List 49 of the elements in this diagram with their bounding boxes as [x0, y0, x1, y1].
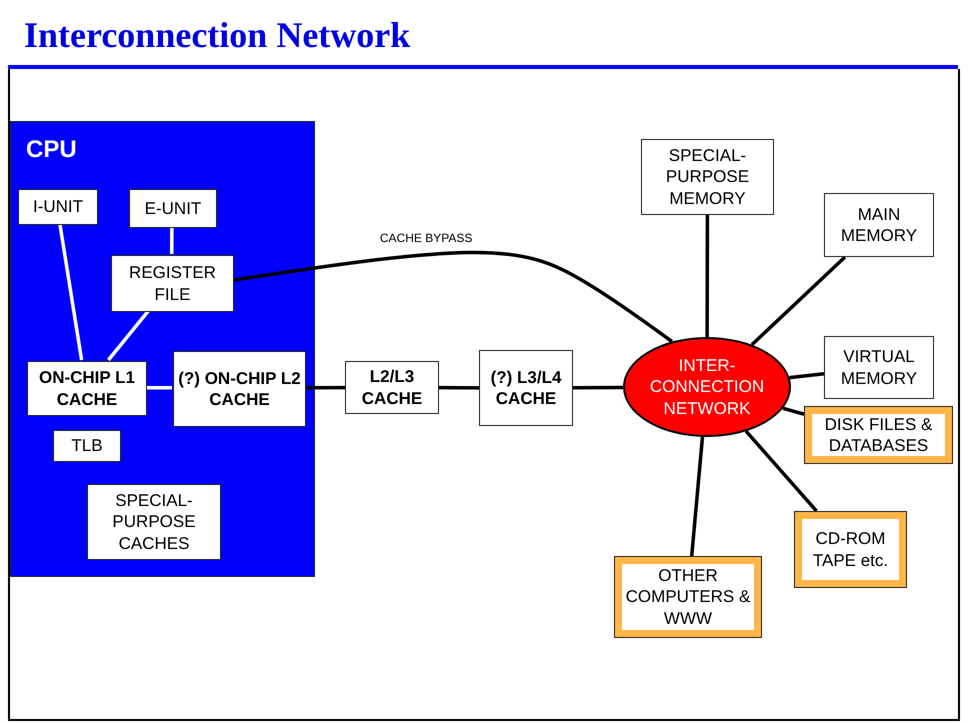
box-label: MAIN MEMORY — [840, 204, 918, 246]
box-label: (?) L3/L4 CACHE — [490, 366, 562, 410]
box-label: TLB — [71, 435, 103, 457]
cpu-panel — [10, 121, 315, 577]
box-label: INTER-CONNECTION NETWORK — [648, 355, 766, 419]
component-box — [53, 430, 121, 462]
slide-title: Interconnection Network — [24, 14, 410, 56]
storage-box — [794, 511, 907, 588]
component-box — [87, 484, 221, 560]
box-label: VIRTUAL MEMORY — [840, 346, 918, 389]
box-label: I-UNIT — [32, 196, 84, 218]
panel-heading: CPU — [26, 136, 77, 164]
connector-line — [782, 406, 804, 416]
connector-line — [170, 226, 174, 254]
component-box — [129, 189, 217, 228]
connector-line — [750, 256, 846, 346]
box-label: SPECIAL-PURPOSE MEMORY — [664, 145, 750, 209]
box-label: OTHER COMPUTERS & WWW — [622, 564, 754, 630]
component-box — [345, 361, 439, 414]
storage-box — [614, 556, 762, 638]
connector-line — [439, 386, 479, 390]
connector-line — [744, 430, 818, 512]
box-label: ON-CHIP L1 CACHE — [38, 367, 136, 410]
connector-line — [234, 250, 674, 343]
box-label: CD-ROM TAPE etc. — [802, 519, 899, 580]
connector-line — [58, 224, 84, 360]
connector-line — [690, 436, 704, 556]
connector-line — [789, 372, 824, 380]
component-box — [641, 139, 774, 215]
component-box — [27, 361, 147, 416]
component-box — [173, 351, 306, 427]
connector-line — [146, 386, 172, 390]
storage-box — [804, 406, 953, 464]
connector-line — [305, 386, 345, 390]
box-label: E-UNIT — [144, 198, 202, 220]
box-label: REGISTER FILE — [128, 262, 217, 305]
component-box — [111, 255, 234, 312]
component-box — [824, 193, 934, 257]
box-label: (?) ON-CHIP L2 CACHE — [177, 368, 302, 410]
component-box — [824, 336, 934, 399]
connector-line — [107, 310, 150, 362]
box-label: DISK FILES & DATABASES — [812, 414, 945, 456]
edge-label: CACHE BYPASS — [378, 231, 474, 246]
component-box — [18, 189, 98, 225]
box-label: SPECIAL-PURPOSE CACHES — [111, 490, 197, 554]
connector-line — [572, 386, 624, 390]
component-box — [479, 350, 573, 426]
box-label: L2/L3 CACHE — [360, 366, 424, 409]
connector-line — [705, 215, 710, 337]
